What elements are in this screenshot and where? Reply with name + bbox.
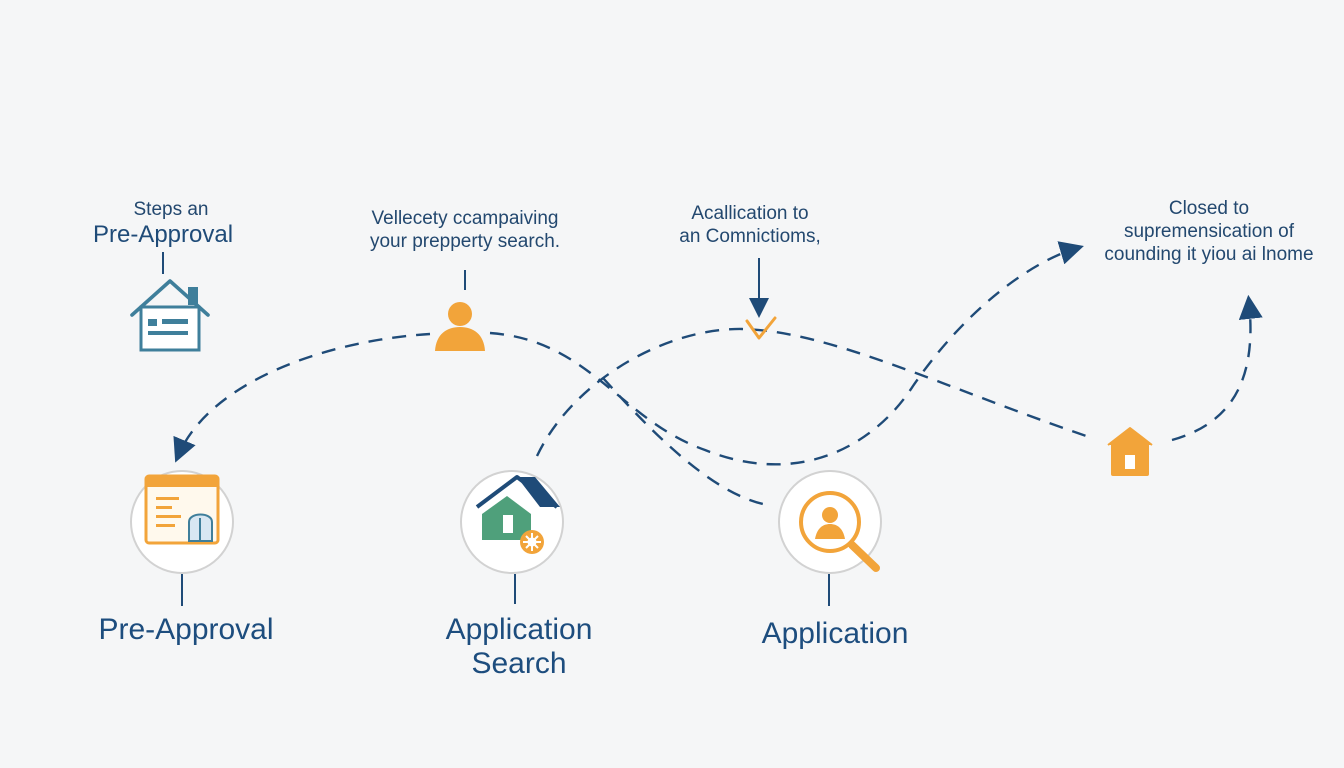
person-icon: [435, 302, 485, 351]
flow-line-main-sweep: [489, 241, 1084, 466]
flow-line-person-to-search: [602, 377, 769, 507]
house-document-icon: [130, 279, 210, 352]
closed-caption: Closed to supremensication of counding i…: [1084, 198, 1334, 266]
flow-line-house-to-closed: [1171, 294, 1263, 442]
bottom-application-label: Application: [745, 617, 925, 651]
application-caption: Acallication to an Comnictioms,: [650, 203, 850, 249]
top-preapproval-caption: Steps an: [116, 199, 226, 222]
bottom-search-line1: Application: [445, 613, 593, 646]
property-search-caption: Vellecety ccampaiving your prepperty sea…: [340, 208, 590, 254]
bottom-search-line2: Search: [471, 646, 567, 680]
checkmark-icon: [745, 316, 777, 340]
property-search-line1: Vellecety ccampaiving: [371, 208, 559, 229]
top-preapproval-line1: Steps an: [133, 199, 209, 220]
property-search-line2: your prepperty search.: [369, 230, 561, 252]
small-house-icon: [1107, 427, 1153, 476]
top-preapproval-line2: Pre-Approval: [92, 221, 234, 248]
flow-line-search-to-check-to-house: [535, 327, 1093, 457]
bottom-application-text: Application: [761, 617, 909, 650]
closed-line3: counding it yiou ai lnome: [1104, 243, 1314, 265]
flow-line-top-left: [173, 332, 431, 463]
bottom-preapproval-text: Pre-Approval: [98, 613, 274, 646]
top-preapproval-title: Pre-Approval: [72, 221, 254, 250]
bottom-preapproval-label: Pre-Approval: [86, 613, 286, 647]
closed-line2: supremensication of: [1123, 220, 1295, 242]
magnifier-person-icon: [799, 491, 880, 572]
closed-line1: Closed to: [1168, 198, 1250, 219]
application-line2: an Comnictioms,: [679, 225, 821, 247]
document-window-icon: [144, 474, 220, 545]
application-line1: Acallication to: [691, 203, 809, 224]
house-gear-icon: [475, 475, 560, 554]
bottom-search-label: Application Search: [424, 613, 614, 680]
